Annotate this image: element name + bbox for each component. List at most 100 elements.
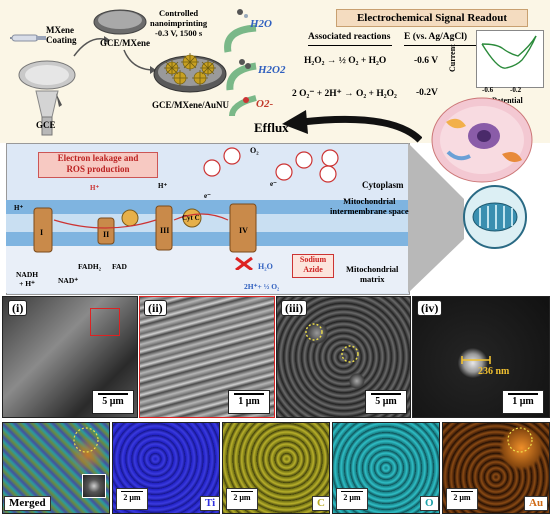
readout-title: Electrochemical Signal Readout bbox=[336, 9, 528, 27]
pipette-icon bbox=[10, 34, 46, 42]
membrane-bottom bbox=[6, 246, 408, 293]
arrow-icon bbox=[73, 36, 110, 57]
efflux-arrow-icon bbox=[282, 110, 422, 143]
scale-bar: 1 μm bbox=[228, 390, 270, 414]
cell-illustration bbox=[431, 97, 533, 183]
gce-mxene-aunu-label: GCE/MXene/AuNU bbox=[152, 100, 229, 110]
scale-bar-line bbox=[121, 491, 143, 492]
cytoplasm-label: Cytoplasm bbox=[362, 180, 404, 190]
scale-bar-label: 1 μm bbox=[512, 396, 534, 407]
highlight-circles bbox=[305, 323, 359, 363]
reaction-2: 2 O₂⁻ + 2H⁺ → O₂ + H₂O₂ bbox=[292, 89, 397, 99]
eds-scale-bar: 2 μm bbox=[116, 488, 148, 510]
hplus-label: H⁺ bbox=[158, 182, 168, 190]
eds-scale-bar: 2 μm bbox=[446, 488, 478, 510]
species-label: O2- bbox=[256, 98, 274, 110]
complex-label: II bbox=[103, 230, 110, 239]
nadh-label: NADH + H⁺ bbox=[16, 270, 39, 288]
cv-curve bbox=[481, 35, 537, 69]
fadh2-label: FADH₂ bbox=[78, 262, 101, 271]
arrow-icon bbox=[123, 49, 156, 74]
h2o-species: H2O bbox=[250, 14, 272, 32]
panel-label: (i) bbox=[8, 300, 28, 316]
eds-label: O bbox=[420, 496, 439, 511]
superoxide-bubbles bbox=[203, 147, 339, 183]
eds-label: Ti bbox=[200, 496, 221, 511]
highlight-circles bbox=[73, 427, 533, 453]
superoxide-species: O2- bbox=[256, 94, 273, 112]
mxene-coating-label: MXene Coating bbox=[46, 25, 77, 45]
gce-mxene-disc-icon bbox=[93, 9, 147, 35]
cv-xlabel: Potential bbox=[492, 96, 523, 105]
fad-label: FAD bbox=[112, 262, 127, 271]
potential-header: E (vs. Ag/AgCl) bbox=[404, 32, 468, 42]
cv-plot bbox=[476, 30, 544, 88]
scale-bar-label: 2 μm bbox=[123, 493, 141, 502]
eds-scale-bar: 2 μm bbox=[336, 488, 368, 510]
sodium-azide-box: Sodium Azide bbox=[292, 254, 334, 278]
scale-bar-label: 2 μm bbox=[453, 493, 471, 502]
half-o2-label: 2H⁺+ ½ O₂ bbox=[244, 282, 280, 291]
particle-size-label: 236 nm bbox=[478, 366, 510, 377]
h2o2-species: H2O2 bbox=[258, 60, 286, 78]
matrix-label: Mitochondrial matrix bbox=[346, 264, 399, 284]
zoom-wedge bbox=[408, 143, 464, 293]
panel-label: (iv) bbox=[417, 300, 443, 316]
eds-label: Merged bbox=[4, 496, 51, 511]
scale-bar-label: 5 μm bbox=[375, 396, 397, 407]
inset-thumbnail bbox=[82, 474, 106, 498]
complex-label: I bbox=[40, 228, 44, 237]
eds-label: Au bbox=[524, 496, 549, 511]
header-underline bbox=[404, 45, 478, 46]
reaction-2-potential: -0.2V bbox=[416, 88, 438, 98]
electron-leak-box: Electron leakage and ROS production bbox=[38, 152, 158, 178]
scale-bar-line bbox=[231, 491, 253, 492]
reaction-1: H₂O₂ → ½ O₂ + H₂O bbox=[304, 56, 387, 66]
scale-bar-label: 5 μm bbox=[102, 396, 124, 407]
o2-label: O₂ bbox=[250, 146, 259, 155]
cv-tick: -0.6 bbox=[482, 86, 494, 94]
scale-bar-line bbox=[371, 393, 401, 395]
scale-bar-label: 2 μm bbox=[233, 493, 251, 502]
cv-tick: -0.2 bbox=[510, 86, 522, 94]
zoom-box bbox=[90, 308, 120, 336]
hplus-label: H⁺ bbox=[90, 184, 100, 192]
scale-bar-line bbox=[508, 393, 538, 395]
scale-bar: 5 μm bbox=[92, 390, 134, 414]
scale-bar-label: 1 μm bbox=[238, 396, 260, 407]
hplus-label: H⁺ bbox=[14, 204, 24, 212]
panel-label: (iii) bbox=[281, 300, 307, 316]
h2o-label: H₂O bbox=[258, 262, 273, 271]
complex-label: III bbox=[160, 226, 170, 235]
electron-transport-chain bbox=[33, 203, 257, 270]
electron-label: e⁻ bbox=[270, 180, 277, 188]
gce-electrode-icon bbox=[18, 60, 76, 136]
scale-bar-line bbox=[98, 393, 128, 395]
scale-bar-label: 2 μm bbox=[343, 493, 361, 502]
scale-bar-line bbox=[451, 491, 473, 492]
molecule-icons bbox=[237, 9, 251, 103]
cv-ylabel: Current bbox=[448, 44, 457, 72]
membrane-band bbox=[6, 200, 408, 214]
nad-label: NAD⁺ bbox=[58, 276, 79, 285]
panel-label: (ii) bbox=[144, 300, 167, 316]
reaction-1-potential: -0.6 V bbox=[414, 56, 439, 66]
gce-label: GCE bbox=[36, 120, 56, 130]
gce-mxene-aunu-disc-icon bbox=[153, 53, 227, 93]
size-marker bbox=[461, 356, 491, 364]
eds-scale-bar: 2 μm bbox=[226, 488, 258, 510]
species-label: H2O2 bbox=[258, 64, 286, 76]
cytc-label: Cyt C bbox=[182, 214, 200, 222]
eds-label: C bbox=[312, 496, 330, 511]
electron-label: e⁻ bbox=[204, 192, 211, 200]
nanoimprint-label: Controlled nanoimprinting -0.3 V, 1500 s bbox=[150, 8, 208, 38]
gce-mxene-label: GCE/MXene bbox=[100, 38, 150, 48]
scale-bar-line bbox=[341, 491, 363, 492]
efflux-label: Efflux bbox=[254, 120, 289, 135]
assoc-reactions-header: Associated reactions bbox=[308, 32, 391, 42]
ims-label: Mitochondrial intermembrane space bbox=[330, 196, 409, 216]
scale-bar: 1 μm bbox=[502, 390, 544, 414]
scale-bar: 5 μm bbox=[365, 390, 407, 414]
complex-label: IV bbox=[239, 226, 248, 235]
